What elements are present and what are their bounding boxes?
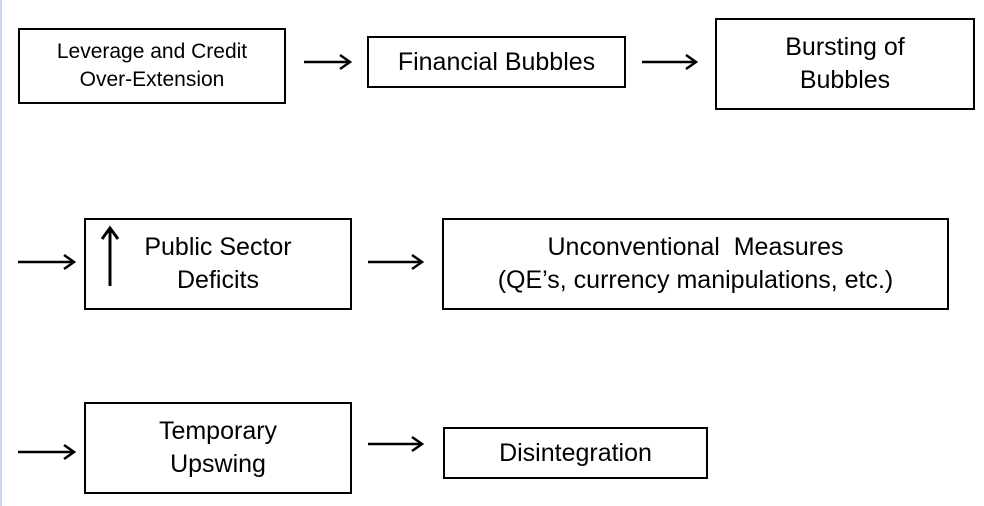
arrow-into-upswing [18, 443, 77, 461]
arrow-bubbles-to-bursting [642, 53, 699, 71]
arrow-into-public-deficits [18, 253, 77, 271]
box-disintegration-label: Disintegration [499, 438, 652, 467]
box-unconventional-line2: (QE’s, currency manipulations, etc.) [497, 266, 894, 294]
arrow-deficits-to-unconventional [368, 253, 425, 271]
box-disintegration: Disintegration [443, 427, 708, 479]
box-bursting-line1: Bursting of [785, 33, 905, 61]
box-leverage-credit: Leverage and Credit Over-Extension [18, 28, 286, 104]
arrow-leverage-to-bubbles [304, 53, 353, 71]
box-bursting-of-bubbles: Bursting of Bubbles [715, 18, 975, 110]
arrow-upswing-to-disintegration [368, 435, 425, 453]
box-financial-bubbles: Financial Bubbles [367, 36, 626, 88]
up-arrow-icon [100, 225, 120, 286]
box-public-deficits-line2: Deficits [177, 266, 259, 294]
box-leverage-line1: Leverage and Credit [56, 40, 248, 64]
box-bursting-line2: Bubbles [799, 66, 891, 94]
left-edge-rule [0, 0, 2, 506]
box-public-sector-deficits: Public Sector Deficits [84, 218, 352, 310]
box-upswing-line2: Upswing [170, 450, 266, 478]
box-public-deficits-line1: Public Sector [144, 233, 292, 261]
box-financial-bubbles-label: Financial Bubbles [397, 47, 596, 76]
box-leverage-line2: Over-Extension [79, 68, 225, 91]
box-temporary-upswing: Temporary Upswing [84, 402, 352, 494]
box-upswing-line1: Temporary [158, 417, 278, 445]
box-unconventional-measures: Unconventional Measures (QE’s, currency … [442, 218, 949, 310]
box-unconventional-line1: Unconventional Measures [547, 233, 844, 261]
